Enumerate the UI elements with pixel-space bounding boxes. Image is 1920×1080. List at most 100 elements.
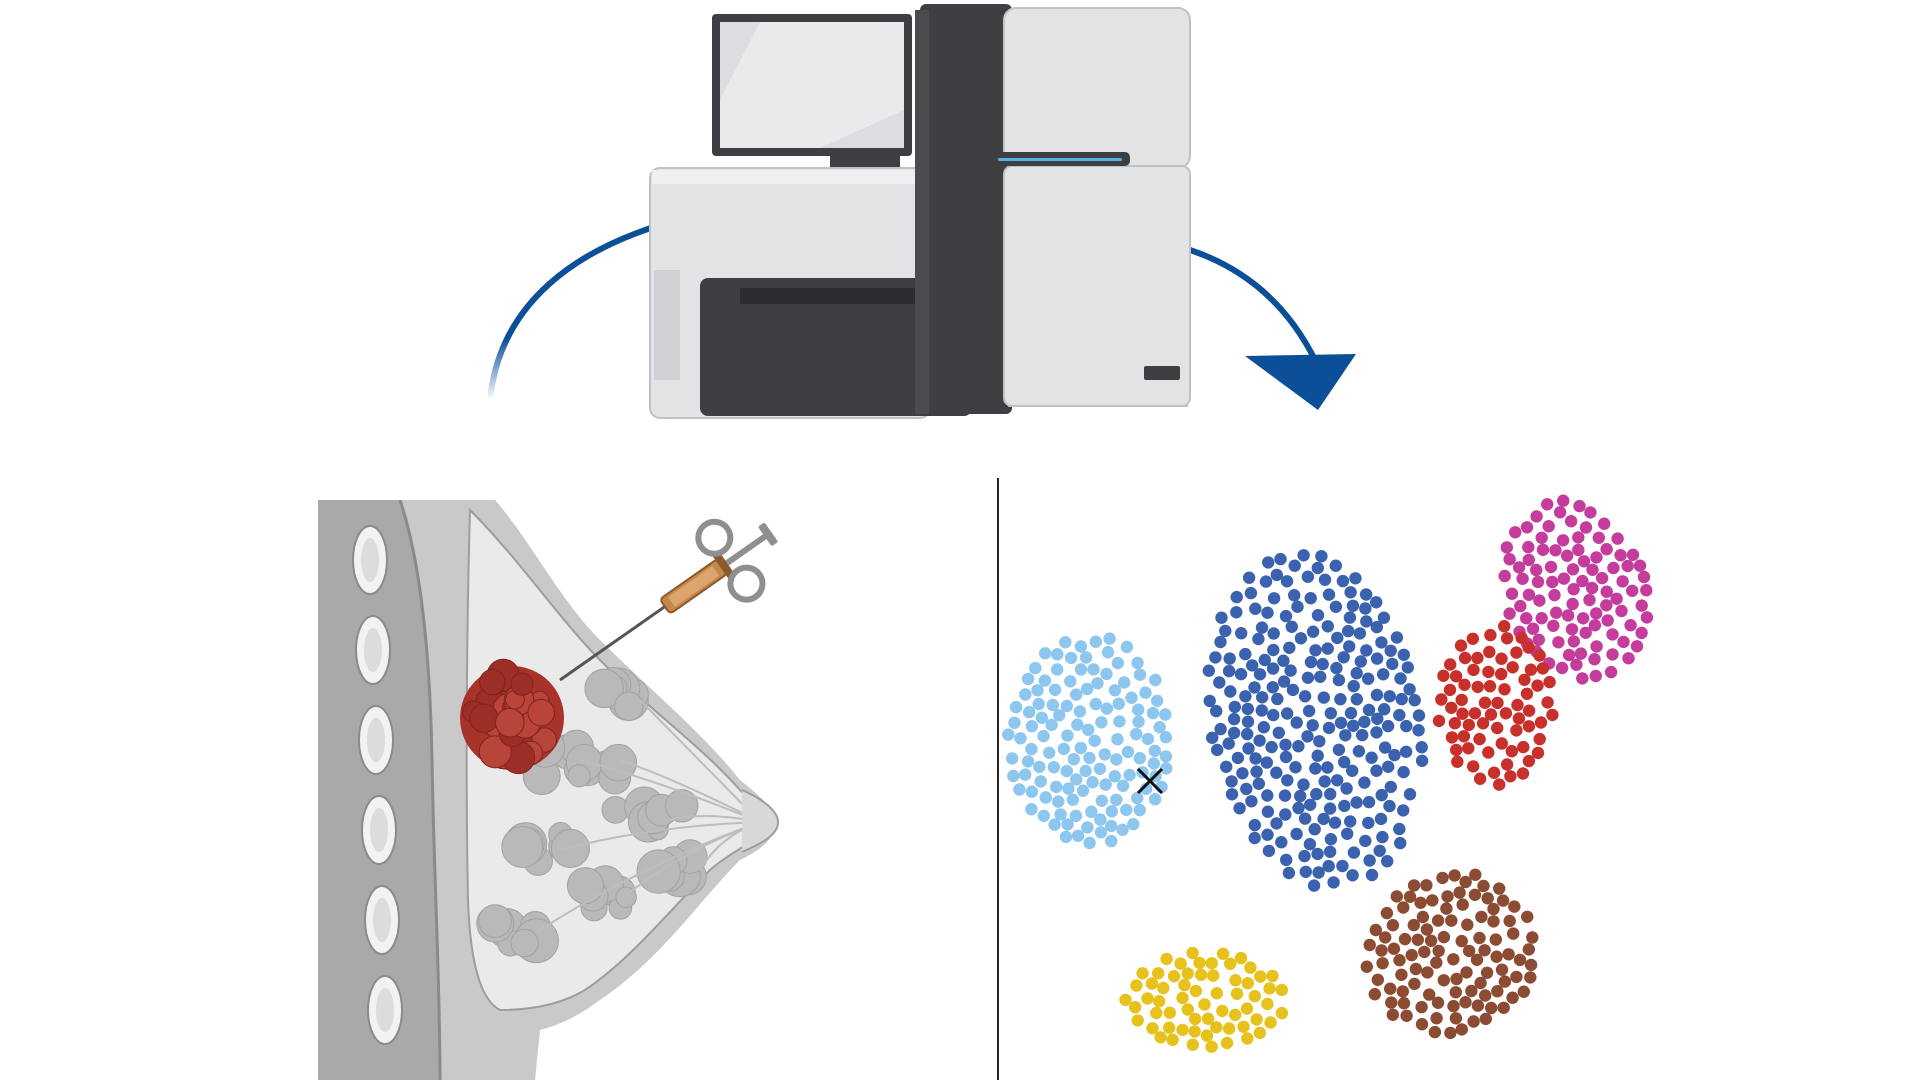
cell-point [1377,668,1390,681]
cell-point [1403,683,1416,696]
cell-point [1153,721,1166,734]
cell-point [1103,632,1116,645]
cell-point [1495,737,1509,750]
cell-point [1210,987,1224,1000]
cell-point [1304,798,1317,811]
cross-marker-icon [1136,767,1164,795]
cell-point [1395,968,1408,981]
cell-point [1412,724,1425,737]
cell-point [1510,646,1523,659]
cell-point [1050,780,1063,794]
cell-point [1267,708,1280,722]
cell-point [1394,836,1407,850]
cell-point [1474,976,1487,990]
cell-point [1445,914,1458,927]
cell-point [1288,589,1301,602]
cell-point [1448,717,1462,730]
cell-point [1592,531,1606,544]
cell-point [1266,681,1280,694]
cell-point [1166,1033,1179,1047]
cell-point [1120,803,1133,817]
cell-point [1146,1022,1159,1035]
cell-point [1321,620,1335,633]
cell-point [1228,700,1242,714]
cell-point [1267,627,1280,640]
cell-point [1524,971,1537,984]
cell-point [1261,828,1274,841]
cell-point [1061,818,1074,831]
cell-point [1323,845,1337,858]
rib [361,795,397,865]
cell-point [1515,631,1528,644]
cell-point [1288,559,1301,572]
cell-point [1079,651,1093,664]
cell-point [1253,1026,1267,1040]
cell-point [1070,773,1083,786]
cell-point [1057,742,1071,756]
cell-point [1094,826,1108,839]
cell-point [1031,684,1044,697]
cell-point [1324,787,1337,801]
cell-point [1524,958,1538,972]
cell-point [1064,651,1078,665]
cell-point [1350,693,1364,706]
cell-point [1222,664,1236,678]
cell-point [1311,561,1325,575]
cell-point [1444,658,1457,671]
cell-point [1201,1012,1215,1025]
cell-point [1159,708,1172,721]
cell-point [1052,795,1065,808]
cell-point [1598,517,1611,530]
cell-point [1200,1029,1214,1042]
cell-point [1498,569,1511,583]
cell-point [1310,787,1323,801]
cell-point [1131,1014,1144,1027]
cell-point [1346,599,1360,612]
cell-point [1259,575,1273,588]
cell-point [1301,570,1315,583]
cell-point [1418,945,1431,959]
cell-point [1089,635,1103,648]
cell-point [1347,846,1361,859]
cell-point [1579,626,1592,639]
cell-point [1081,821,1094,834]
cell-point [1299,865,1313,878]
cell-point [1415,754,1429,767]
cell-point [1141,732,1155,746]
cell-point [1421,966,1434,979]
cell-point [1159,750,1173,763]
cell-point [1564,515,1578,528]
cell-point [1121,745,1135,759]
cell-point [1542,520,1555,533]
cell-point [1531,679,1544,692]
cell-point [1443,683,1457,697]
cell-point [1465,984,1478,998]
cell-point [1437,974,1451,987]
cell-point [1234,951,1248,965]
cell-point [1284,664,1297,677]
cell-point [1408,694,1421,707]
cell-point [1048,818,1061,831]
cell-point [1110,753,1123,766]
cell-point [1139,782,1153,795]
cell-point [1536,662,1550,675]
cell-point [1025,803,1038,816]
gland-lobes [476,667,708,964]
cell-point [1386,919,1400,932]
cell-point [1018,768,1032,781]
cell-point [1502,948,1515,961]
cell-point [1462,718,1476,732]
cell-point [1535,612,1548,625]
cell-point [1626,548,1640,561]
cell-point [1037,729,1050,743]
flow-arrow-right [1187,247,1356,410]
cell-point [1340,782,1353,795]
cell-point [1572,531,1585,544]
cell-point [1076,784,1090,797]
cell-point [1066,793,1080,806]
cell-point [1047,761,1061,774]
cell-point [1549,544,1562,557]
rib [358,705,394,775]
cell-point [1074,640,1088,653]
cell-point [1321,642,1334,655]
